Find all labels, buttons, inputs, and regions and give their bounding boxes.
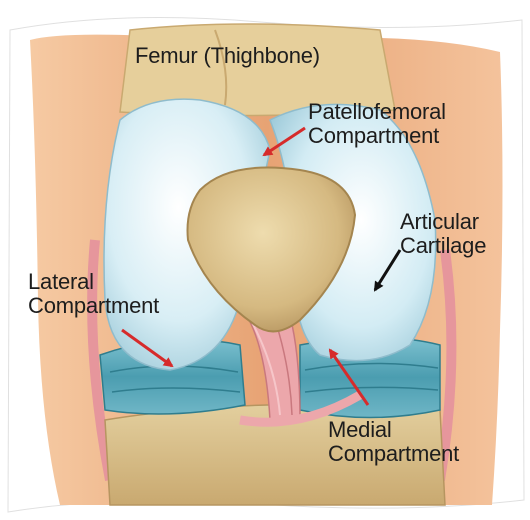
label-femur: Femur (Thighbone) <box>135 44 320 68</box>
label-articular-line1: Articular <box>400 210 486 234</box>
label-femur-text: Femur (Thighbone) <box>135 44 320 68</box>
label-articular-line2: Cartilage <box>400 234 486 258</box>
label-articular-cartilage: Articular Cartilage <box>400 210 486 258</box>
label-lateral-line1: Lateral <box>28 270 159 294</box>
label-medial-compartment: Medial Compartment <box>328 418 459 466</box>
label-patellofemoral-line1: Patellofemoral <box>308 100 446 124</box>
label-lateral-compartment: Lateral Compartment <box>28 270 159 318</box>
label-medial-line1: Medial <box>328 418 459 442</box>
label-patellofemoral: Patellofemoral Compartment <box>308 100 446 148</box>
label-patellofemoral-line2: Compartment <box>308 124 446 148</box>
label-lateral-line2: Compartment <box>28 294 159 318</box>
label-medial-line2: Compartment <box>328 442 459 466</box>
